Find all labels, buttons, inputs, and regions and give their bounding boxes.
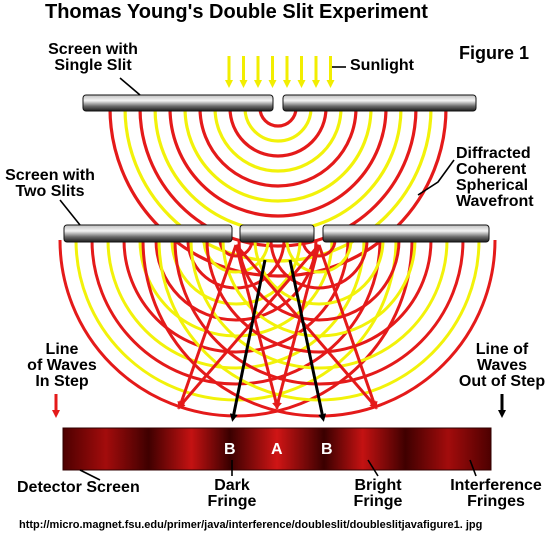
label-screen-single-slit: Screen with Single Slit xyxy=(48,41,138,74)
sunlight-arrows xyxy=(225,56,335,88)
wavefront-arc xyxy=(183,107,373,203)
wavefront-arc xyxy=(189,239,449,370)
wavefront-arc xyxy=(228,107,328,158)
wavefront-arc xyxy=(221,239,417,338)
wavefront-arc xyxy=(108,107,448,278)
wavefront-arc xyxy=(106,239,366,370)
source-url: http://micro.magnet.fsu.edu/primer/java/… xyxy=(19,519,483,531)
label-diffracted-wavefront: Diffracted Coherent Spherical Wavefront xyxy=(456,145,534,210)
two-slit-screen xyxy=(63,224,490,243)
label-line-in-step: Line of Waves In Step xyxy=(27,341,97,390)
label-screen-two-slits: Screen with Two Slits xyxy=(5,167,95,200)
ray-arrows xyxy=(52,244,506,422)
figure-label: Figure 1 xyxy=(459,43,530,63)
leader-lines xyxy=(59,66,477,481)
wavefront-arc xyxy=(198,107,358,188)
single-slit-screen xyxy=(82,94,477,112)
label-bright-fringe: Bright Fringe xyxy=(353,477,403,510)
wavefront-arc xyxy=(237,239,401,322)
label-dark-fringe: Dark Fringe xyxy=(207,477,257,510)
detector-screen xyxy=(62,427,492,471)
label-line-out-of-step: Line of Waves Out of Step xyxy=(458,341,546,390)
double-slit-wavefronts xyxy=(58,239,497,418)
wavefront-arc xyxy=(243,107,313,143)
wavefront-arc xyxy=(269,239,369,290)
label-sunlight: Sunlight xyxy=(350,57,414,74)
wavefront-arc xyxy=(258,107,298,128)
detector-letter-b-left: B xyxy=(224,441,236,458)
diagram-title: Thomas Young's Double Slit Experiment xyxy=(45,1,428,23)
wavefront-arc xyxy=(253,239,385,306)
wavefront-arc xyxy=(168,107,388,218)
wavefront-arc xyxy=(213,107,343,173)
wavefront-arc xyxy=(138,107,418,248)
detector-letter-a: A xyxy=(271,441,283,458)
wavefront-arc xyxy=(218,239,254,258)
wavefront-arc xyxy=(173,239,465,386)
detector-letter-b-right: B xyxy=(321,441,333,458)
wavefront-arc xyxy=(301,239,337,258)
label-detector-screen: Detector Screen xyxy=(17,479,140,496)
single-slit-wavefronts xyxy=(108,107,448,278)
label-interference-fringes: Interference Fringes xyxy=(450,477,542,510)
wavefront-arc xyxy=(285,239,353,274)
